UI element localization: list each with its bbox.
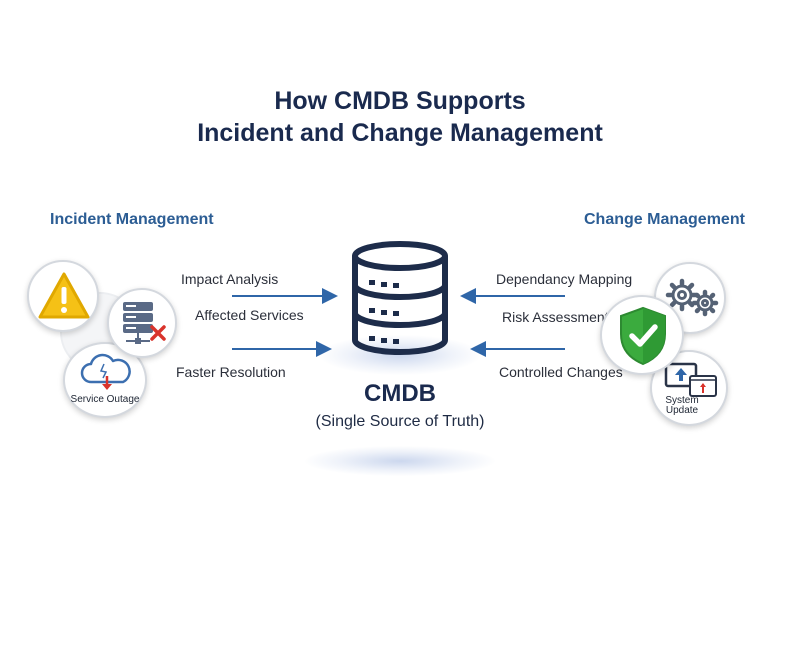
system-update-icon — [664, 362, 717, 397]
shield-check-icon — [620, 306, 666, 366]
risk-assessment-label: Risk Assessment — [502, 309, 609, 325]
shield-circle — [600, 295, 684, 375]
cmdb-title: CMDB — [364, 380, 436, 407]
warning-circle — [27, 260, 99, 332]
dependency-mapping-label: Dependancy Mapping — [496, 271, 633, 287]
affected-services-label: Affected Services — [195, 307, 304, 323]
change-management-heading: Change Management — [584, 211, 745, 228]
system-update-label-line-1: System — [665, 395, 699, 406]
incident-management-heading: Incident Management — [50, 211, 214, 228]
system-update-label: System Update — [662, 396, 702, 416]
title-line-1: How CMDB Supports — [274, 87, 526, 115]
warning-icon — [38, 272, 90, 319]
system-update-label-line-2: Update — [665, 405, 699, 416]
database-icon — [352, 241, 448, 355]
service-outage-label: Service Outage — [70, 394, 140, 405]
impact-analysis-label: Impact Analysis — [181, 271, 279, 287]
cloud-outage-icon — [80, 353, 131, 390]
server-error-circle — [107, 288, 177, 358]
controlled-changes-label: Controlled Changes — [499, 364, 623, 380]
server-error-icon — [123, 302, 166, 344]
title-line-2: Incident and Change Management — [197, 119, 603, 147]
cmdb-subtitle: (Single Source of Truth) — [315, 413, 485, 430]
bottom-glow — [305, 446, 495, 476]
gears-icon — [665, 278, 719, 317]
faster-resolution-label: Faster Resolution — [176, 364, 286, 380]
